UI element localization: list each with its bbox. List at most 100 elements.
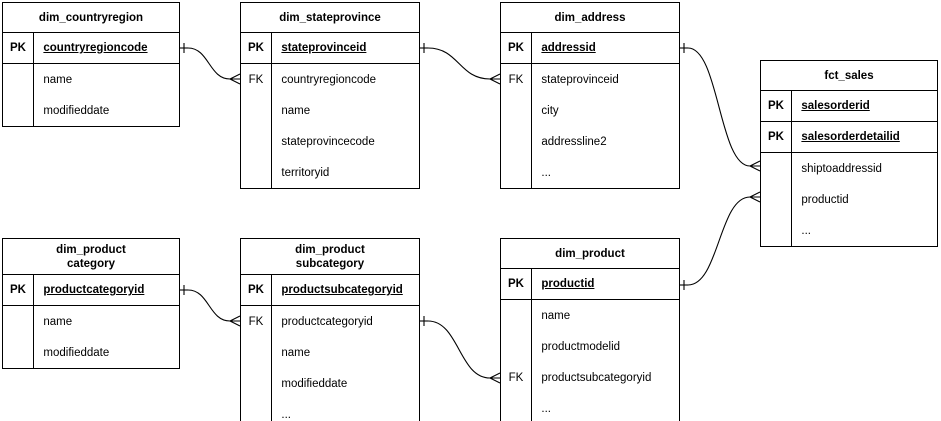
primary-key-label: PK <box>248 284 264 296</box>
attribute-row[interactable]: name <box>3 64 179 95</box>
key-cell-empty <box>3 337 33 368</box>
attribute-name: productsubcategoryid <box>281 284 403 296</box>
cardinality-many-marker <box>489 73 501 85</box>
relationship-line <box>427 47 491 80</box>
primary-key-label: PK <box>768 131 784 143</box>
primary-key-label: PK <box>508 278 524 290</box>
key-cell-empty <box>501 126 531 157</box>
attribute-name: addressline2 <box>541 135 607 148</box>
entity-title-line: subcategory <box>295 257 365 270</box>
relationship-rel-product-sales[interactable] <box>680 191 761 290</box>
attribute-name: city <box>541 104 559 117</box>
key-cell-empty <box>501 157 531 188</box>
attribute-row[interactable]: city <box>501 95 679 126</box>
key-cell-empty <box>501 393 531 421</box>
relationship-rel-category-subcategory[interactable] <box>180 285 241 327</box>
key-column-divider <box>531 157 533 188</box>
key-column-divider <box>271 368 273 399</box>
entity-title-dim_address: dim_address <box>501 3 679 33</box>
entity-title-line: dim_countryregion <box>38 11 144 24</box>
relationship-line <box>687 47 751 167</box>
attribute-row[interactable]: name <box>241 337 419 368</box>
attribute-row[interactable]: name <box>3 306 179 337</box>
key-cell-empty <box>241 157 271 188</box>
entity-title-line: fct_sales <box>824 69 874 82</box>
attribute-row[interactable]: name <box>241 95 419 126</box>
attribute-row[interactable]: ... <box>501 393 679 421</box>
primary-key-label: PK <box>10 42 26 54</box>
key-cell-empty <box>501 331 531 362</box>
key-column-divider <box>33 306 35 337</box>
key-column-divider <box>271 306 273 337</box>
key-column-divider <box>791 153 793 184</box>
key-column-divider <box>33 275 35 305</box>
attribute-name: ... <box>541 402 551 415</box>
attribute-row[interactable]: modifieddate <box>3 95 179 126</box>
key-column-divider <box>271 275 273 305</box>
entity-title-line: dim_product <box>295 243 365 256</box>
key-column-divider <box>33 64 35 95</box>
relationship-rel-address-sales[interactable] <box>680 43 761 172</box>
key-column-divider <box>791 122 793 152</box>
attribute-row[interactable]: productmodelid <box>501 331 679 362</box>
entity-title-line: category <box>67 257 115 270</box>
relationship-rel-countryregion-stateprovince[interactable] <box>180 43 241 85</box>
relationship-line <box>427 320 491 379</box>
key-column-divider <box>531 126 533 157</box>
attribute-name: name <box>281 346 311 359</box>
attribute-row[interactable]: ... <box>241 399 419 421</box>
relationship-rel-subcategory-product[interactable] <box>420 316 501 384</box>
attribute-name: stateprovinceid <box>281 42 367 54</box>
cardinality-many-marker <box>489 372 501 384</box>
key-column-divider <box>271 33 273 63</box>
key-column-divider <box>531 33 533 63</box>
attribute-row[interactable]: productid <box>761 184 937 215</box>
attribute-row[interactable]: addressline2 <box>501 126 679 157</box>
key-column-divider <box>531 64 533 95</box>
relationship-line <box>187 47 231 80</box>
attribute-row[interactable]: shiptoaddressid <box>761 153 937 184</box>
key-cell-empty <box>501 300 531 331</box>
attribute-name: shiptoaddressid <box>801 162 882 175</box>
attribute-row[interactable]: stateprovincecode <box>241 126 419 157</box>
attribute-row[interactable]: name <box>501 300 679 331</box>
attribute-row[interactable]: ... <box>501 157 679 188</box>
key-column-divider <box>33 33 35 63</box>
key-column-divider <box>271 399 273 421</box>
attribute-row[interactable]: modifieddate <box>241 368 419 399</box>
attribute-row[interactable]: ... <box>761 215 937 246</box>
foreign-key-label: FK <box>248 315 264 328</box>
key-column-divider <box>531 95 533 126</box>
key-column-divider <box>791 91 793 121</box>
relationship-line <box>687 196 751 286</box>
entity-title-dim_countryregion: dim_countryregion <box>3 3 179 33</box>
entity-title-dim_product: dim_product <box>501 239 679 269</box>
attribute-name: name <box>43 315 73 328</box>
attribute-row[interactable]: PK productsubcategoryid <box>241 275 419 306</box>
attribute-row[interactable]: territoryid <box>241 157 419 188</box>
key-column-divider <box>531 393 533 421</box>
attribute-row[interactable]: modifieddate <box>3 337 179 368</box>
relationship-rel-stateprovince-address[interactable] <box>420 43 501 85</box>
